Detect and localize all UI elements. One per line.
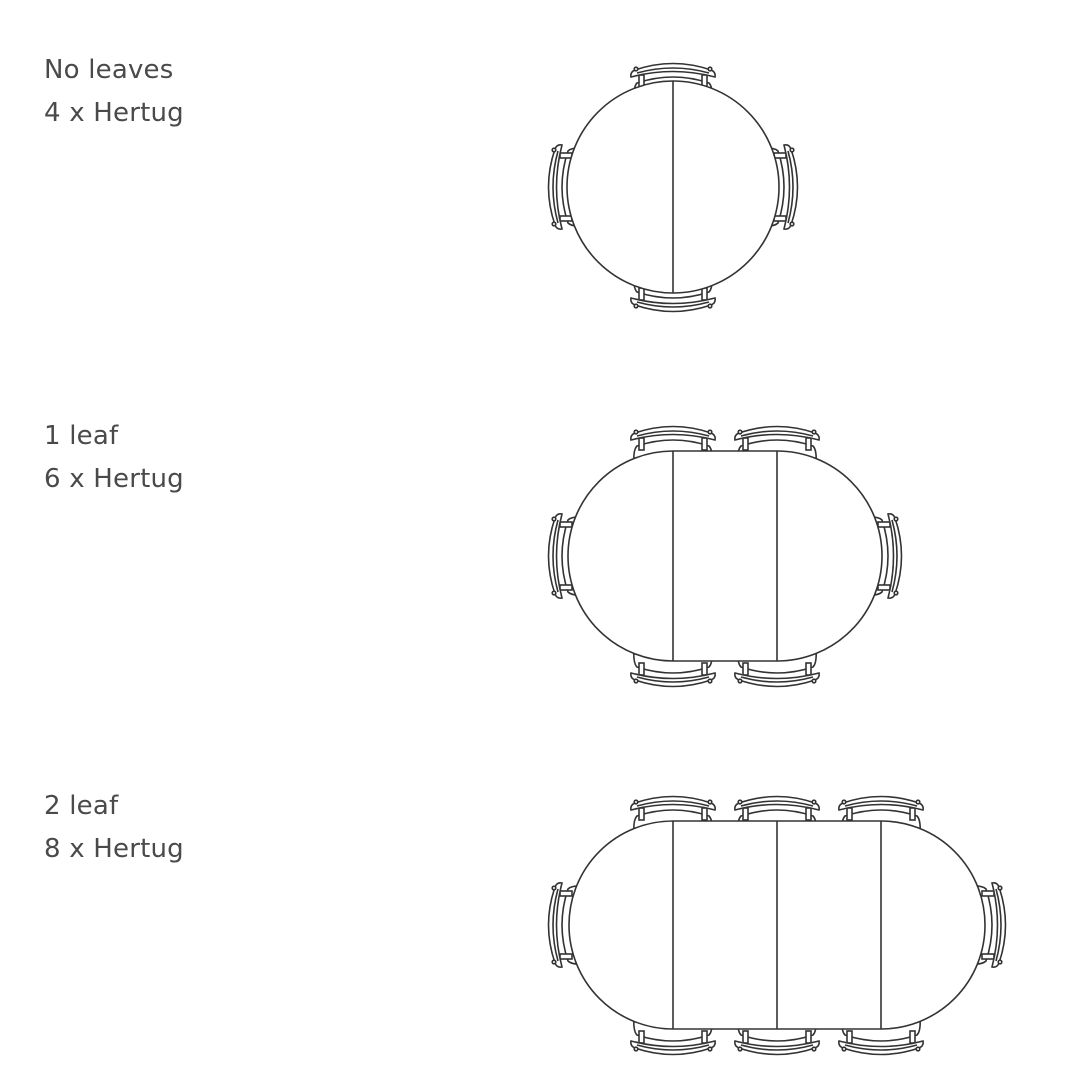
config-label-no-leaves: No leaves 4 x Hertug	[44, 49, 184, 135]
config-seating: 4 x Hertug	[44, 98, 184, 128]
config-seating: 8 x Hertug	[44, 834, 184, 864]
table-no-leaves	[547, 62, 799, 313]
config-title: No leaves	[44, 55, 174, 85]
table-top	[567, 450, 883, 662]
config-seating: 6 x Hertug	[44, 464, 184, 494]
config-title: 1 leaf	[44, 421, 119, 451]
config-label-1-leaf: 1 leaf 6 x Hertug	[44, 415, 184, 501]
config-label-2-leaf: 2 leaf 8 x Hertug	[44, 785, 184, 871]
table-2-leaf	[547, 795, 1007, 1056]
config-title: 2 leaf	[44, 791, 119, 821]
table-1-leaf	[547, 425, 903, 688]
